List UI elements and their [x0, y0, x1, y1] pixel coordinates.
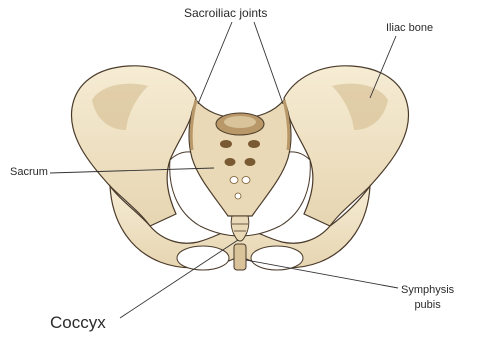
leader-sacroiliac-right [254, 22, 283, 104]
pubic-symphysis [234, 244, 246, 270]
label-sacrum: Sacrum [10, 166, 48, 178]
sacral-body-top [224, 116, 256, 128]
right-obturator-foramen [251, 246, 303, 270]
label-coccyx: Coccyx [50, 313, 106, 333]
label-symphysis-line1: Symphysis [401, 283, 454, 298]
label-symphysis-pubis: Symphysis pubis [401, 283, 454, 313]
label-sacroiliac-joints: Sacroiliac joints [184, 6, 267, 20]
label-symphysis-line2: pubis [401, 298, 454, 313]
leader-symphysis [246, 260, 398, 288]
left-obturator-foramen [177, 246, 229, 270]
label-iliac-bone: Iliac bone [386, 22, 433, 34]
leader-sacroiliac-left [198, 22, 232, 104]
